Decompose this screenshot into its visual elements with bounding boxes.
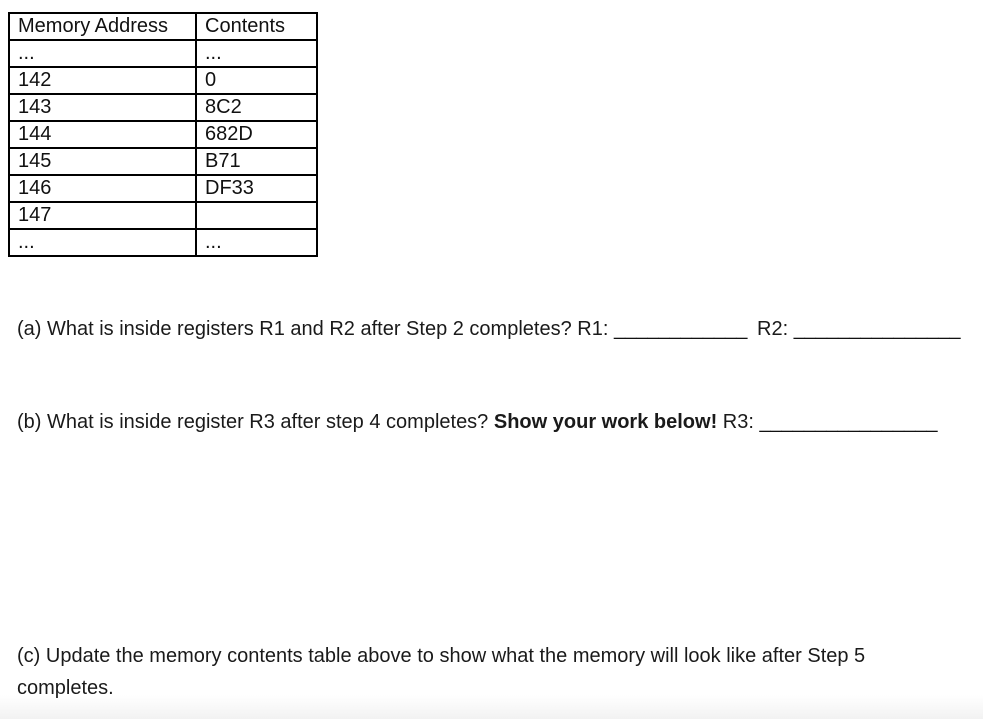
memory-address-cell: 145	[8, 147, 197, 176]
contents-cell: 682D	[195, 120, 318, 149]
r3-answer-blank[interactable]: ________________	[759, 411, 938, 433]
contents-cell: B71	[195, 147, 318, 176]
table-row: 142 0	[8, 66, 318, 95]
memory-table-header-row: Memory Address Contents	[8, 12, 318, 41]
memory-address-cell: 146	[8, 174, 197, 203]
contents-cell: ...	[195, 39, 318, 68]
question-b-bold-text: Show your work below!	[493, 411, 718, 433]
question-a: (a) What is inside registers R1 and R2 a…	[17, 316, 961, 342]
table-row: ... ...	[8, 39, 318, 68]
r2-label: R2:	[757, 318, 789, 340]
r1-answer-blank[interactable]: ____________	[613, 318, 748, 340]
question-c: (c) Update the memory contents table abo…	[17, 640, 959, 704]
contents-cell-empty[interactable]	[195, 201, 318, 230]
memory-address-cell: ...	[8, 39, 197, 68]
table-row: 144 682D	[8, 120, 318, 149]
question-b: (b) What is inside register R3 after ste…	[17, 409, 937, 435]
memory-table: Memory Address Contents ... ... 142 0 14…	[8, 12, 318, 257]
table-row: ... ...	[8, 228, 318, 257]
question-c-text: (c) Update the memory contents table abo…	[17, 645, 866, 699]
r3-label: R3:	[722, 411, 754, 433]
memory-address-cell: 144	[8, 120, 197, 149]
table-row: 143 8C2	[8, 93, 318, 122]
contents-cell: ...	[195, 228, 318, 257]
question-b-text: (b) What is inside register R3 after ste…	[17, 411, 489, 433]
memory-address-cell: 147	[8, 201, 197, 230]
r1-label: R1:	[577, 318, 609, 340]
r2-answer-blank[interactable]: _______________	[793, 318, 961, 340]
contents-cell: 8C2	[195, 93, 318, 122]
contents-cell: DF33	[195, 174, 318, 203]
memory-address-cell: ...	[8, 228, 197, 257]
table-row: 147	[8, 201, 318, 230]
question-a-text: (a) What is inside registers R1 and R2 a…	[17, 318, 572, 340]
table-row: 146 DF33	[8, 174, 318, 203]
contents-cell: 0	[195, 66, 318, 95]
table-row: 145 B71	[8, 147, 318, 176]
column-header-contents: Contents	[195, 12, 318, 41]
column-header-memory-address: Memory Address	[8, 12, 197, 41]
memory-address-cell: 142	[8, 66, 197, 95]
memory-address-cell: 143	[8, 93, 197, 122]
